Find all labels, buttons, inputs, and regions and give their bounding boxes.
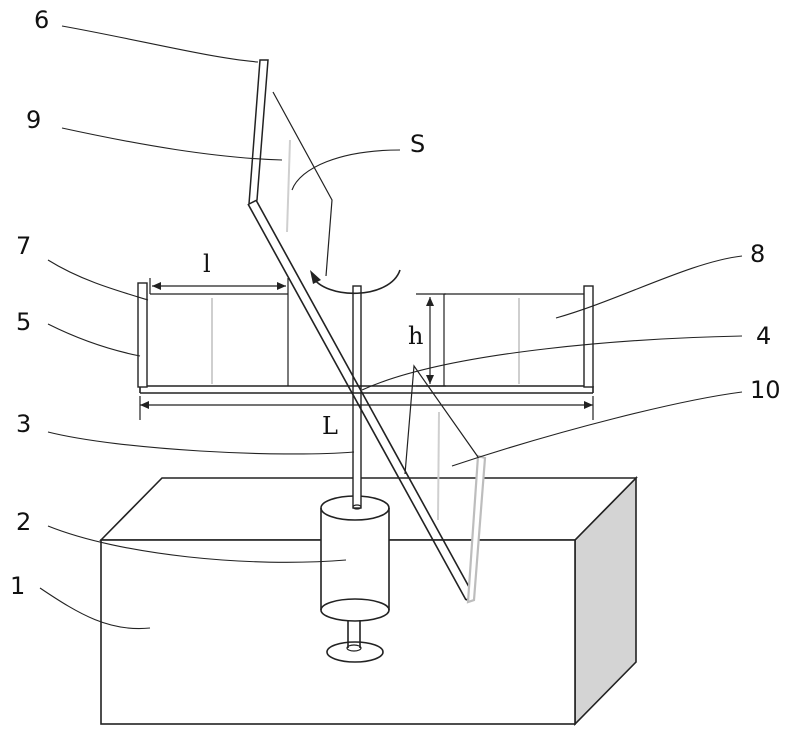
dimension-l [150, 278, 288, 294]
label-4: 4 [756, 322, 771, 350]
label-L: L [322, 412, 338, 440]
upper-post [249, 60, 268, 204]
label-S: S [410, 130, 425, 158]
label-7: 7 [16, 232, 31, 260]
label-10: 10 [750, 376, 781, 404]
label-6: 6 [34, 6, 49, 34]
leader-9 [62, 128, 282, 160]
right-post [584, 286, 593, 387]
label-9: 9 [26, 106, 41, 134]
leader-3 [48, 432, 354, 454]
label-h: h [408, 322, 423, 350]
label-5: 5 [16, 308, 31, 336]
label-8: 8 [750, 240, 765, 268]
leader-5 [48, 324, 140, 356]
label-3: 3 [16, 410, 31, 438]
label-1: 1 [10, 572, 25, 600]
leader-7 [48, 260, 148, 300]
right-vane [444, 294, 584, 386]
label-2: 2 [16, 508, 31, 536]
label-l: l [203, 250, 211, 278]
leader-6 [62, 26, 258, 62]
left-vane [150, 294, 288, 386]
horizontal-bar [140, 386, 593, 393]
leader-10 [452, 392, 742, 466]
